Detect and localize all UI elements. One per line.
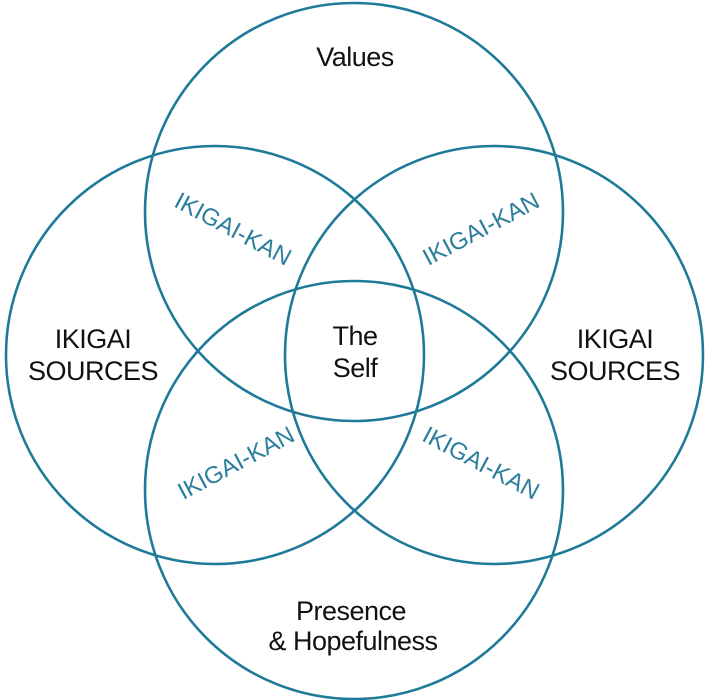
- circle-left: [4, 144, 426, 566]
- left-label-line2: SOURCES: [28, 356, 158, 386]
- circle-right: [283, 144, 705, 566]
- right-label-line2: SOURCES: [550, 356, 680, 386]
- left-label-line1: IKIGAI: [55, 324, 132, 354]
- overlap-top-right-label: IKIGAI-KAN: [418, 187, 544, 271]
- bottom-label-line1: Presence: [296, 596, 406, 626]
- overlap-bottom-left-label: IKIGAI-KAN: [173, 421, 299, 505]
- bottom-label-line2: & Hopefulness: [268, 626, 437, 656]
- top-label: Values: [316, 42, 394, 72]
- circle-bottom: [143, 279, 565, 700]
- overlap-top-left-label: IKIGAI-KAN: [170, 187, 296, 271]
- circle-top: [143, 1, 565, 423]
- right-label-line1: IKIGAI: [577, 324, 654, 354]
- center-label-line1: The: [332, 321, 377, 351]
- overlap-bottom-right-label: IKIGAI-KAN: [418, 421, 544, 505]
- center-label-line2: Self: [333, 353, 379, 383]
